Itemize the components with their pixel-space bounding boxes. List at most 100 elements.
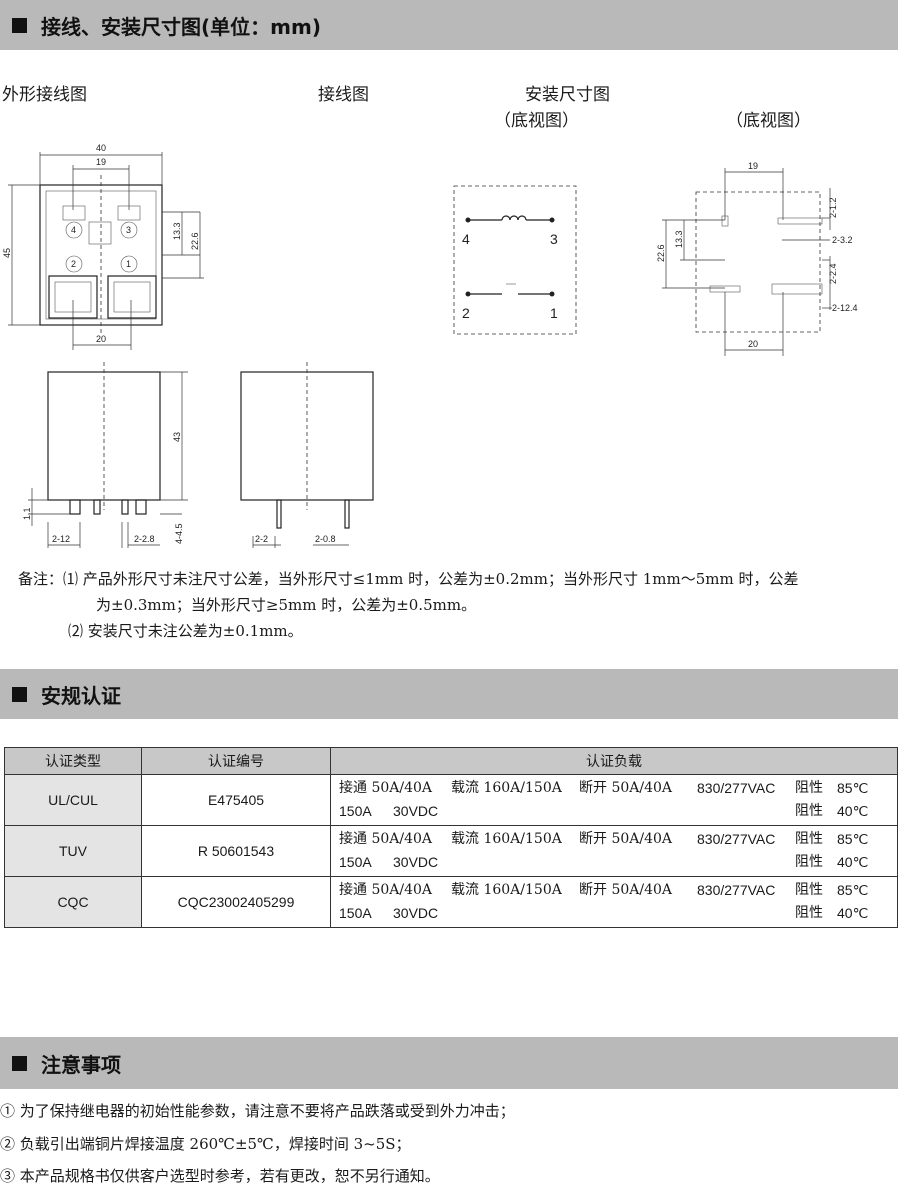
load-dc-voltage: 30VDC (393, 803, 439, 819)
pin-label-4: 4 (71, 225, 76, 235)
attention-item-1: ① 为了保持继电器的初始性能参数，请注意不要将产品跌落或受到外力冲击； (0, 1102, 515, 1120)
load-voltage: 830/277VAC (697, 831, 776, 847)
load-carry: 载流 160A/150A (451, 882, 562, 898)
load-break: 断开 50A/40A (579, 780, 673, 796)
label-bottom-view-1: （底视图） (494, 111, 579, 131)
load-current: 150A (339, 803, 372, 819)
certification-table: 认证类型 认证编号 认证负载 UL/CUL E475405 接通 50A/40A… (4, 747, 898, 928)
load-line-2: 150A 30VDC 阻性 40℃ (339, 902, 889, 925)
note-line-1: 备注：⑴ 产品外形尺寸未注尺寸公差，当外形尺寸≤1mm 时，公差为±0.2mm；… (18, 570, 799, 588)
table-row: UL/CUL E475405 接通 50A/40A 载流 160A/150A 断… (4, 774, 898, 826)
label-bottom-view-2: （底视图） (726, 111, 811, 131)
cert-load: 接通 50A/40A 载流 160A/150A 断开 50A/40A 830/2… (330, 774, 898, 826)
side-view-side: 2-2 2-0.8 (240, 362, 374, 548)
load-temp: 85℃ (837, 831, 869, 847)
note-line-2: 为±0.3mm；当外形尺寸≥5mm 时，公差为±0.5mm。 (96, 596, 477, 614)
dim-2-12: 2-12 (52, 534, 70, 544)
load-break: 断开 50A/40A (579, 882, 673, 898)
dim-width: 40 (96, 143, 106, 153)
table-row: TUV R 50601543 接通 50A/40A 载流 160A/150A 断… (4, 825, 898, 877)
load-resistive: 阻性 (795, 780, 823, 796)
load-current: 150A (339, 905, 372, 921)
install-dim-2-1-2: 2-1.2 (828, 197, 838, 218)
install-dim-2-2-4: 2-2.4 (828, 263, 838, 284)
note-line-3: ⑵ 安装尺寸未注公差为±0.1mm。 (68, 622, 303, 640)
section-header-attention: 注意事项 (0, 1037, 898, 1089)
section-title: 安规认证 (41, 683, 121, 708)
cert-type: CQC (4, 876, 142, 928)
load-line-2: 150A 30VDC 阻性 40℃ (339, 851, 889, 874)
load-carry: 载流 160A/150A (451, 831, 562, 847)
load-temp: 40℃ (837, 803, 869, 819)
outline-drawing: 40 19 45 13.3 22.6 20 4 3 2 1 (2, 143, 204, 350)
pin-label-3: 3 (126, 225, 131, 235)
load-dc-voltage: 30VDC (393, 854, 439, 870)
load-temp: 85℃ (837, 882, 869, 898)
load-line-1: 接通 50A/40A 载流 160A/150A 断开 50A/40A 830/2… (339, 777, 889, 800)
square-bullet-icon (12, 1055, 27, 1071)
install-dim-20: 20 (748, 339, 758, 349)
install-dim-2-12-4: 2-12.4 (832, 303, 858, 313)
dim-side-height: 43 (172, 432, 182, 442)
dim-1-1: 1.1 (22, 507, 32, 520)
load-break: 断开 50A/40A (579, 831, 673, 847)
load-temp: 40℃ (837, 905, 869, 921)
cert-load: 接通 50A/40A 载流 160A/150A 断开 50A/40A 830/2… (330, 876, 898, 928)
dim-pin-span-bottom: 20 (96, 334, 106, 344)
load-voltage: 830/277VAC (697, 882, 776, 898)
wiring-diagram: 4 3 2 1 (453, 185, 577, 335)
dim-4-4-5: 4-4.5 (174, 523, 184, 544)
pin-label-2: 2 (71, 259, 76, 269)
dim-22-6: 22.6 (190, 232, 200, 250)
cert-load: 接通 50A/40A 载流 160A/150A 断开 50A/40A 830/2… (330, 825, 898, 877)
header-cert-code: 认证编号 (141, 747, 331, 775)
load-resistive: 阻性 (795, 854, 823, 870)
header-cert-type: 认证类型 (4, 747, 142, 775)
load-make: 接通 50A/40A (339, 882, 433, 898)
label-wiring: 接线图 (318, 85, 369, 105)
cert-code: E475405 (141, 774, 331, 826)
header-cert-load: 认证负载 (330, 747, 898, 775)
side-view-front: 43 1.1 2-12 2-2.8 4-4.5 (22, 362, 188, 548)
wiring-pin-4: 4 (462, 231, 470, 247)
install-dim-22-6: 22.6 (656, 244, 666, 262)
load-line-2: 150A 30VDC 阻性 40℃ (339, 800, 889, 823)
square-bullet-icon (12, 17, 27, 33)
wiring-pin-1: 1 (550, 305, 558, 321)
dim-height: 45 (2, 248, 12, 258)
cert-code: R 50601543 (141, 825, 331, 877)
pin-label-1: 1 (126, 259, 131, 269)
section-title: 注意事项 (41, 1052, 121, 1077)
dim-13-3: 13.3 (172, 222, 182, 240)
load-temp: 85℃ (837, 780, 869, 796)
load-voltage: 830/277VAC (697, 780, 776, 796)
load-line-1: 接通 50A/40A 载流 160A/150A 断开 50A/40A 830/2… (339, 879, 889, 902)
load-resistive: 阻性 (795, 831, 823, 847)
section-header-dimensions: 接线、安装尺寸图(单位：mm) (0, 0, 898, 50)
table-header-row: 认证类型 认证编号 认证负载 (4, 747, 898, 775)
cert-type: TUV (4, 825, 142, 877)
cert-code: CQC23002405299 (141, 876, 331, 928)
load-resistive: 阻性 (795, 882, 823, 898)
install-dim-2-3-2: 2-3.2 (832, 235, 853, 245)
install-drawing: 19 2-1.2 2-3.2 22.6 13.3 2-2.4 2-12.4 20 (656, 161, 858, 356)
label-install: 安装尺寸图 (525, 85, 610, 105)
wiring-pin-2: 2 (462, 305, 470, 321)
attention-item-2: ② 负载引出端铜片焊接温度 260℃±5℃，焊接时间 3~5S； (0, 1135, 411, 1153)
dim-pin-span-top: 19 (96, 157, 106, 167)
attention-item-3: ③ 本产品规格书仅供客户选型时参考，若有更改，恕不另行通知。 (0, 1167, 440, 1185)
load-current: 150A (339, 854, 372, 870)
load-line-1: 接通 50A/40A 载流 160A/150A 断开 50A/40A 830/2… (339, 828, 889, 851)
install-dim-13-3: 13.3 (674, 230, 684, 248)
label-outline: 外形接线图 (2, 85, 87, 105)
square-bullet-icon (12, 686, 27, 702)
dim-2-0-8: 2-0.8 (315, 534, 336, 544)
load-dc-voltage: 30VDC (393, 905, 439, 921)
load-resistive: 阻性 (795, 905, 823, 921)
load-make: 接通 50A/40A (339, 780, 433, 796)
install-dim-19: 19 (748, 161, 758, 171)
load-carry: 载流 160A/150A (451, 780, 562, 796)
load-temp: 40℃ (837, 854, 869, 870)
cert-type: UL/CUL (4, 774, 142, 826)
load-make: 接通 50A/40A (339, 831, 433, 847)
